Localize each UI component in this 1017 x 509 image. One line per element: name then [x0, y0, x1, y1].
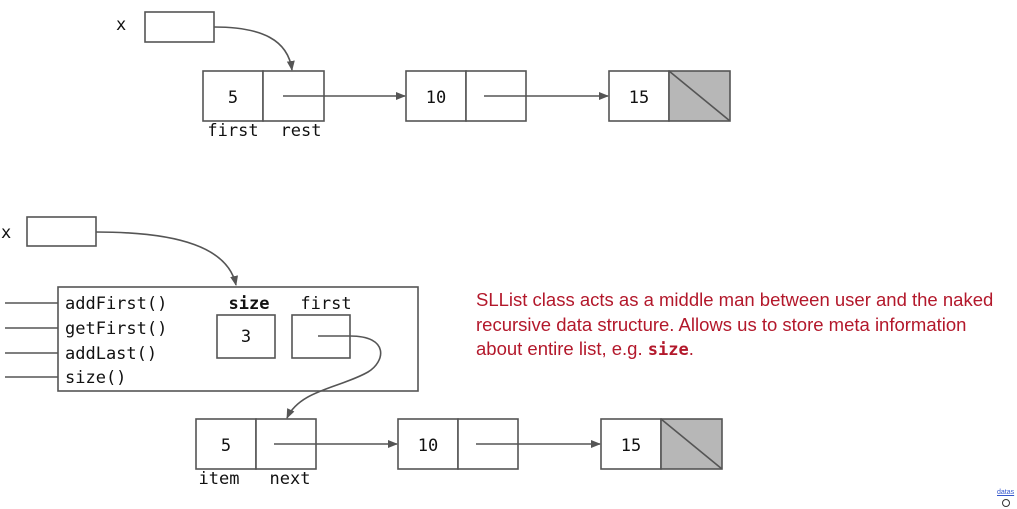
size-box: [216, 314, 276, 359]
bottom-field-label-next: next: [270, 469, 311, 489]
cc-license-icon: [1002, 499, 1010, 507]
top-field-label-first: first: [207, 121, 258, 141]
top-diagram: x 5 first rest 10 15: [116, 11, 731, 141]
top-node-2-value: 10: [426, 88, 446, 108]
method-addLast: addLast(): [65, 344, 157, 364]
method-getFirst: getFirst(): [65, 319, 167, 339]
bottom-node-1-left: [195, 418, 257, 470]
bottom-node-3-value: 15: [621, 436, 641, 456]
bottom-var-box: [26, 216, 97, 247]
bottom-node-3-left: [600, 418, 662, 470]
bottom-node-2-value: 10: [418, 436, 438, 456]
top-var-label: x: [116, 15, 126, 35]
bottom-null-slash: [660, 418, 723, 470]
bottom-field-label-item: item: [199, 469, 240, 489]
top-var-box: [144, 11, 215, 43]
top-var-pointer: [213, 26, 295, 71]
method-addFirst: addFirst(): [65, 294, 167, 314]
top-node-1-left: [202, 70, 264, 122]
top-node-2-left: [405, 70, 467, 122]
credit-link[interactable]: datas: [997, 489, 1015, 496]
bottom-var-label: x: [1, 223, 11, 243]
bottom-node-2-left: [397, 418, 459, 470]
top-node-3-value: 15: [629, 88, 649, 108]
method-size: size(): [65, 368, 126, 388]
bottom-diagram: x addFirst() getFirst() addLast() size()…: [1, 216, 723, 489]
top-null-slash: [668, 70, 731, 122]
first-pointer: [286, 335, 382, 419]
note-text: SLList class acts as a middle man betwee…: [476, 289, 994, 359]
first-field-label: first: [300, 294, 351, 314]
size-value: 3: [241, 327, 251, 347]
bottom-node-1-value: 5: [221, 436, 231, 456]
note-code: size: [647, 340, 689, 360]
size-field-label: size: [229, 294, 270, 314]
note-end: .: [688, 338, 694, 359]
explanation-note: SLList class acts as a middle man betwee…: [476, 288, 1006, 363]
bottom-var-pointer: [95, 231, 238, 286]
top-field-label-rest: rest: [281, 121, 322, 141]
top-node-1-value: 5: [228, 88, 238, 108]
